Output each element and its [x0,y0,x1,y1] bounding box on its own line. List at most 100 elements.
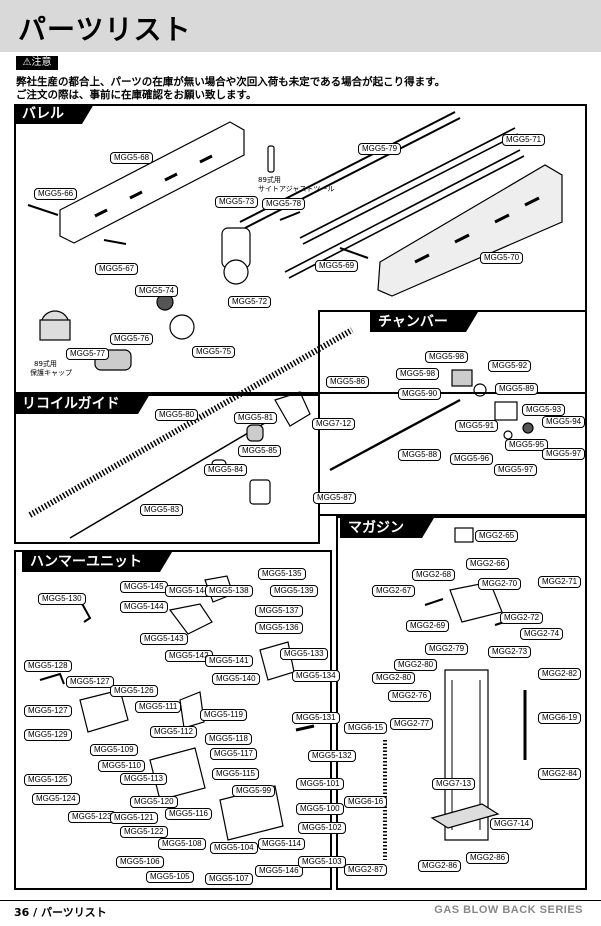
handguard-right-drawing [377,164,563,297]
part-label: MGG5-98 [396,368,440,380]
part-label: MGG5-144 [165,585,213,597]
part-label: MGG2-80 [394,659,438,671]
part-label: MGG2-68 [412,569,456,581]
part-label: MGG5-117 [210,748,257,760]
title-bar: パーツリスト [0,0,601,52]
part-label: MGG2-69 [406,620,450,632]
part-label: MGG5-73 [215,196,259,208]
part-label: MGG5-125 [24,774,72,786]
part-label: MGG5-94 [542,416,586,428]
part-label: MGG5-88 [398,449,442,461]
part-label: MGG6-16 [344,796,388,808]
part-label: MGG5-127 [66,676,114,688]
part-label: MGG5-142 [165,650,213,662]
section-magazine-tab: マガジン [340,518,434,538]
part-label: MGG5-84 [204,464,248,476]
part-label: MGG2-67 [372,585,416,597]
part-label: MGG5-120 [130,796,178,808]
part-label: MGG5-124 [32,793,80,805]
part-label: MGG5-138 [205,585,253,597]
part-label: MGG2-86 [466,852,510,864]
part-label: MGG5-103 [298,856,346,868]
part-label: MGG5-134 [292,670,340,682]
part-label: MGG7-12 [312,418,356,430]
part-label: MGG5-133 [280,648,328,660]
sight-tool-note-2: サイトアジャストツール [258,185,335,193]
part-label: MGG2-70 [478,578,522,590]
part-label: MGG5-135 [258,568,306,580]
part-label: MGG5-72 [228,296,272,308]
part-label: MGG5-85 [238,445,282,457]
part-label: MGG5-74 [135,285,179,297]
part-label: MGG5-132 [308,750,356,762]
cap-note-1: 89式用 [34,360,57,368]
section-hammer-tab: ハンマーユニット [22,552,172,572]
part-label: MGG5-104 [210,842,258,854]
part-label: MGG5-105 [146,871,194,883]
part-label: MGG5-68 [110,152,154,164]
part-label: MGG5-121 [110,812,158,824]
part-label: MGG5-76 [110,333,154,345]
part-label: MGG6-15 [344,722,388,734]
part-label: MGG5-144 [120,601,168,613]
part-label: MGG5-127 [24,705,72,717]
part-label: MGG5-137 [255,605,303,617]
footer-series-label: GAS BLOW BACK SERIES [434,904,583,916]
part-label: MGG2-86 [418,860,462,872]
part-label: MGG5-122 [120,826,168,838]
part-label: MGG5-140 [212,673,260,685]
part-label: MGG5-71 [502,134,546,146]
part-label: MGG5-69 [315,260,359,272]
part-label: MGG2-79 [425,643,469,655]
cap-note-2: 保護キャップ [30,369,72,377]
part-label: MGG5-67 [95,263,139,275]
part-label: MGG5-136 [255,622,303,634]
part-label: MGG5-129 [24,729,72,741]
part-label: MGG5-97 [494,464,538,476]
part-label: MGG5-86 [326,376,370,388]
part-label: MGG5-83 [140,504,184,516]
notice-line-1: 弊社生産の都合上、パーツの在庫が無い場合や次回入荷も未定である場合が起こり得ます… [16,76,446,88]
part-label: MGG2-72 [500,612,544,624]
sight-tool-note-1: 89式用 [258,176,281,184]
part-label: MGG5-139 [270,585,318,597]
part-label: MGG5-77 [66,348,110,360]
part-label: MGG5-96 [450,453,494,465]
part-label: MGG5-110 [98,760,145,772]
section-barrel-tab: バレル [14,104,94,124]
part-label: MGG5-81 [234,412,278,424]
part-label: MGG5-107 [205,873,253,885]
part-label: MGG6-19 [538,712,582,724]
notice-line-2: ご注文の際は、事前に在庫確認をお願い致します。 [16,89,257,101]
part-label: MGG5-145 [120,581,168,593]
hammer-unit-drawing [168,603,213,635]
part-label: MGG5-75 [192,346,236,358]
recoil-spring-drawing [28,327,354,518]
part-label: MGG5-108 [158,838,206,850]
part-label: MGG5-98 [425,351,469,363]
part-label: MGG5-106 [116,856,164,868]
section-recoil-tab: リコイルガイド [14,394,150,414]
part-label: MGG7-14 [490,818,534,830]
part-label: MGG5-70 [480,252,524,264]
part-label: MGG5-113 [120,773,167,785]
part-label: MGG5-100 [296,803,344,815]
footer-rule [0,900,601,901]
part-label: MGG5-78 [262,198,306,210]
part-label: MGG5-66 [34,188,78,200]
part-label: MGG5-119 [200,709,247,721]
part-label: MGG5-80 [155,409,199,421]
part-label: MGG5-95 [505,439,549,451]
part-label: MGG5-143 [140,633,188,645]
part-label: MGG2-84 [538,768,582,780]
part-label: MGG2-66 [466,558,510,570]
part-label: MGG2-65 [475,530,519,542]
part-label: MGG5-102 [298,822,346,834]
part-label: MGG5-112 [150,726,197,738]
part-label: MGG5-118 [205,733,252,745]
part-label: MGG2-77 [390,718,434,730]
part-label: MGG5-87 [313,492,357,504]
part-label: MGG5-89 [495,383,539,395]
part-label: MGG5-123 [68,811,116,823]
